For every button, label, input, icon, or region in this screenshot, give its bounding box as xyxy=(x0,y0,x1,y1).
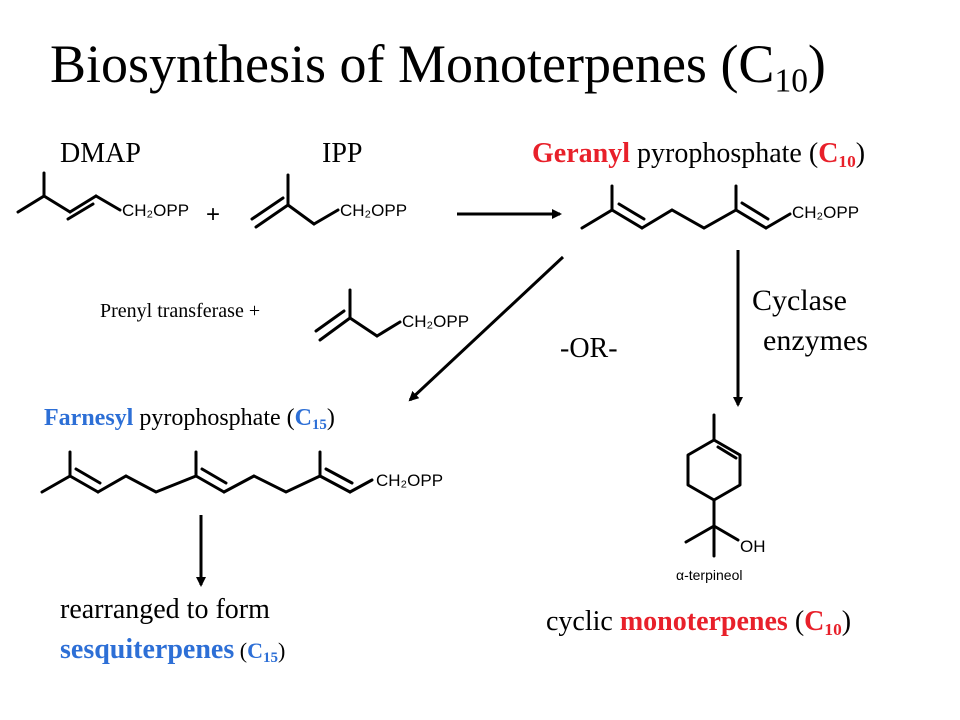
prenyl-ch2opp: CH₂OPP xyxy=(402,312,469,331)
geranyl-name: Geranyl xyxy=(532,138,630,169)
ipp-label: IPP xyxy=(322,138,363,169)
monoterpenes-name: monoterpenes xyxy=(619,606,788,637)
or-label: -OR- xyxy=(560,333,618,364)
prenyl-ipp-structure xyxy=(314,288,402,342)
geranyl-sub: 10 xyxy=(838,151,856,171)
cyclase-label: Cyclase xyxy=(752,284,847,317)
sesqui-c: C xyxy=(247,638,263,663)
terpineol-oh: OH xyxy=(740,537,766,556)
prenyl-transferase-label: Prenyl transferase + xyxy=(100,300,261,322)
geranyl-structure xyxy=(580,184,792,230)
cyclic-close: ) xyxy=(841,606,852,637)
sesqui-close: ) xyxy=(277,638,286,663)
cyclic-monoterpenes-label: cyclic monoterpenes (C10) xyxy=(546,606,851,640)
plus-sign: + xyxy=(206,201,220,228)
cyclic-pre: cyclic xyxy=(546,606,620,637)
geranyl-close: ) xyxy=(855,138,866,169)
geranyl-c: C xyxy=(818,138,839,169)
geranyl-ch2opp: CH₂OPP xyxy=(792,203,859,222)
title-close: ) xyxy=(807,34,826,94)
dmap-label: DMAP xyxy=(60,138,141,169)
cyclic-c: C xyxy=(804,606,825,637)
dmap-ch2opp: CH₂OPP xyxy=(122,201,189,220)
sesqui-sub: 15 xyxy=(262,650,278,667)
farnesyl-close: ) xyxy=(326,405,335,431)
farnesyl-pp-label: Farnesyl pyrophosphate (C15) xyxy=(44,405,335,434)
sesquiterpenes-label: sesquiterpenes (C15) xyxy=(60,634,285,667)
dmap-structure xyxy=(16,171,122,221)
farnesyl-ch2opp: CH₂OPP xyxy=(376,471,443,490)
farnesyl-name: Farnesyl xyxy=(44,405,134,431)
farnesyl-sub: 15 xyxy=(311,417,327,434)
farnesyl-rest: pyrophosphate ( xyxy=(133,405,295,431)
terpineol-structure xyxy=(684,413,742,558)
slide-title: Biosynthesis of Monoterpenes (C10) xyxy=(50,32,826,113)
diagonal-arrow xyxy=(408,255,565,402)
ipp-ch2opp: CH₂OPP xyxy=(340,201,407,220)
sesquiterpenes-name: sesquiterpenes xyxy=(60,634,235,665)
ipp-structure xyxy=(250,173,340,229)
cyclic-sub: 10 xyxy=(824,619,842,639)
farnesyl-structure xyxy=(40,450,374,494)
enzymes-label: enzymes xyxy=(763,324,868,357)
rearranged-label: rearranged to form xyxy=(60,594,270,625)
geranyl-pp-label: Geranyl pyrophosphate (C10) xyxy=(532,138,865,172)
sesqui-open: ( xyxy=(234,638,248,663)
geranyl-rest: pyrophosphate ( xyxy=(630,138,819,169)
title-subscript: 10 xyxy=(774,62,808,100)
farnesyl-c: C xyxy=(294,405,312,431)
terpineol-name: α-terpineol xyxy=(676,567,742,583)
title-text: Biosynthesis of Monoterpenes (C xyxy=(50,34,775,94)
cyclic-open: ( xyxy=(787,606,805,637)
